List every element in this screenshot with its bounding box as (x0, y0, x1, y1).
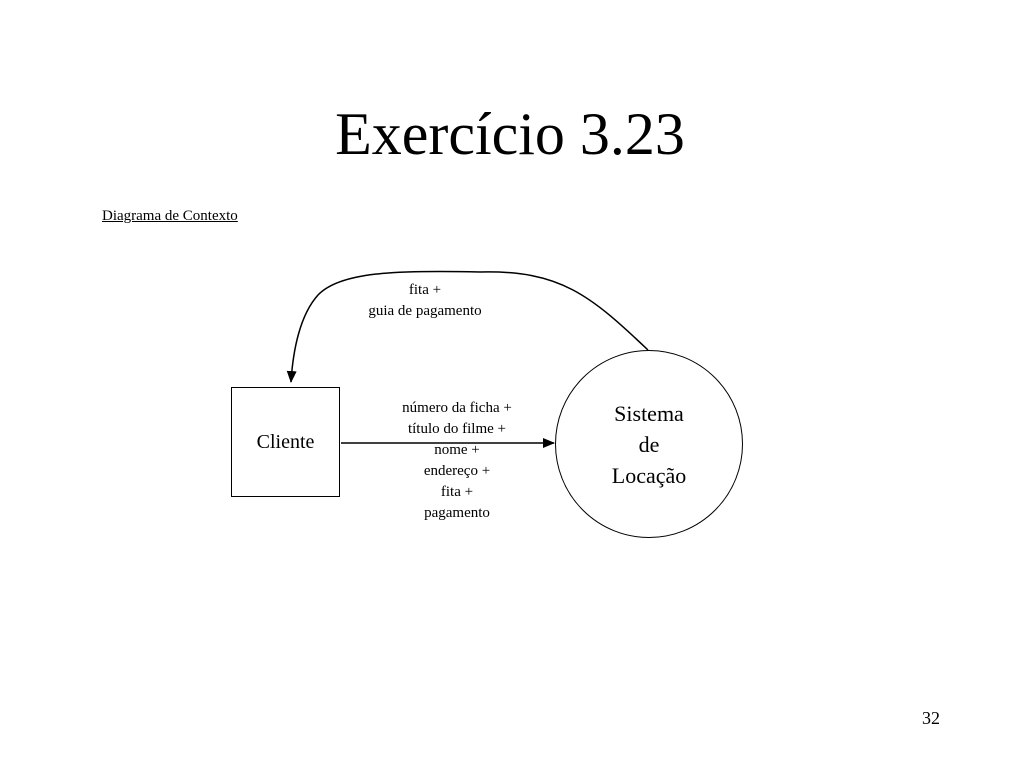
process-label-line: de (638, 431, 660, 457)
process-label-line: Locação (611, 462, 687, 488)
diagram-subtitle: Diagrama de Contexto (102, 208, 238, 224)
flow-label-line: endereço + (423, 463, 491, 479)
process-label-line: Sistema (614, 400, 684, 426)
external-entity-cliente: Cliente (231, 387, 340, 497)
flow-label-line: fita + (408, 282, 442, 298)
flow-label-line: número da ficha + (402, 400, 512, 416)
page-number: 32 (922, 708, 940, 728)
flow-label-line: guia de pagamento (368, 303, 482, 319)
flow-label-to-system: número da ficha + título do filme + nome… (372, 398, 542, 524)
flow-label-line: título do filme + (407, 421, 507, 437)
process-sistema-de-locacao: Sistema de Locação (555, 350, 743, 538)
flow-label-line: nome + (434, 442, 480, 458)
flow-label-to-client: fita + guia de pagamento (340, 280, 510, 322)
entity-label: Cliente (256, 430, 315, 453)
slide-title: Exercício 3.23 (335, 101, 685, 167)
flow-arrow-system-to-client (286, 270, 649, 383)
flow-label-line: pagamento (424, 505, 490, 521)
flow-label-line: fita + (440, 484, 474, 500)
